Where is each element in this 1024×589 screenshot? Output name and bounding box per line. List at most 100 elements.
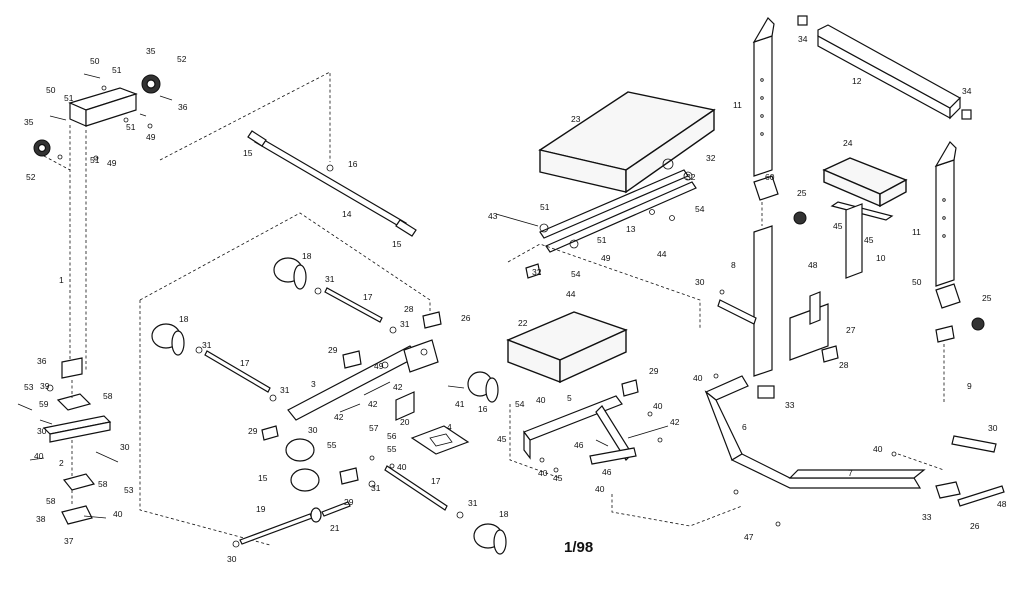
footer-code: 1/98 — [564, 539, 593, 556]
part-number-label: 40 — [693, 373, 703, 383]
part-number-label: 6 — [742, 422, 747, 432]
part-number-label: 55 — [327, 440, 337, 450]
back-pad-assembly — [506, 311, 669, 479]
part-number-label: 40 — [397, 462, 407, 472]
part-number-label: 46 — [602, 467, 612, 477]
part-number-label: 59 — [39, 399, 49, 409]
part-number-label: 58 — [46, 496, 56, 506]
part-number-label: 25 — [982, 293, 992, 303]
part-number-label: 26 — [970, 521, 980, 531]
part-number-label: 27 — [846, 325, 856, 335]
part-number-label: 49 — [374, 361, 384, 371]
part-number-label: 31 — [468, 498, 478, 508]
part-number-label: 2 — [59, 458, 64, 468]
part-number-label: 38 — [36, 514, 46, 524]
part-number-label: 54 — [515, 399, 525, 409]
part-number-label: 29 — [248, 426, 258, 436]
part-number-label: 40 — [113, 509, 123, 519]
part-number-label: 17 — [363, 292, 373, 302]
part-number-label: 56 — [387, 431, 397, 441]
part-number-label: 30 — [308, 425, 318, 435]
part-number-label: 16 — [478, 404, 488, 414]
upright-11-left — [752, 17, 779, 226]
part-number-label: 11 — [733, 100, 742, 110]
part-number-label: 31 — [400, 319, 410, 329]
part-number-label: 41 — [455, 399, 465, 409]
part-number-label: 4 — [447, 422, 452, 432]
part-number-label: 28 — [404, 304, 414, 314]
part-number-label: 45 — [864, 235, 874, 245]
part-number-label: 34 — [798, 34, 808, 44]
part-number-label: 45 — [833, 221, 843, 231]
part-number-label: 54 — [695, 204, 705, 214]
seat-assembly — [495, 91, 716, 330]
part-number-label: 45 — [497, 434, 507, 444]
part-number-label: 36 — [37, 356, 47, 366]
part-number-label: 32 — [686, 172, 696, 182]
part-number-label: 32 — [706, 153, 716, 163]
part-number-label: 15 — [392, 239, 402, 249]
part-number-label: 9 — [967, 381, 972, 391]
part-number-label: 16 — [348, 159, 358, 169]
part-number-label: 36 — [178, 102, 188, 112]
part-number-label: 22 — [518, 318, 528, 328]
part-number-label: 49 — [146, 132, 156, 142]
left-pulley-assembly — [33, 73, 173, 372]
part-number-label: 51 — [112, 65, 122, 75]
part-number-label: 50 — [46, 85, 56, 95]
part-number-label: 51 — [540, 202, 550, 212]
part-number-label: 49 — [107, 158, 117, 168]
bar-14-assembly — [159, 71, 417, 237]
part-number-label: 21 — [330, 523, 340, 533]
part-number-label: 33 — [785, 400, 795, 410]
upright-11-right — [934, 141, 985, 404]
part-number-label: 42 — [368, 399, 378, 409]
part-number-label: 57 — [369, 423, 379, 433]
left-base-assembly — [17, 357, 119, 525]
part-number-label: 48 — [808, 260, 818, 270]
part-number-label: 51 — [126, 122, 136, 132]
part-number-label: 55 — [387, 444, 397, 454]
part-number-label: 54 — [571, 269, 581, 279]
part-number-label: 49 — [601, 253, 611, 263]
upright-8-and-seat-24 — [717, 157, 908, 399]
part-number-label: 40 — [536, 395, 546, 405]
part-number-label: 31 — [371, 483, 381, 493]
part-number-label: 32 — [532, 267, 542, 277]
part-number-label: 40 — [653, 401, 663, 411]
part-number-label: 23 — [571, 114, 581, 124]
part-number-label: 30 — [988, 423, 998, 433]
part-number-label: 35 — [146, 46, 156, 56]
part-number-label: 7 — [848, 468, 853, 478]
part-number-label: 18 — [499, 509, 509, 519]
part-number-label: 31 — [280, 385, 290, 395]
part-number-label: 53 — [24, 382, 34, 392]
part-number-label: 26 — [461, 313, 471, 323]
part-number-label: 51 — [64, 93, 74, 103]
part-number-label: 40 — [538, 468, 548, 478]
part-number-label: 44 — [657, 249, 667, 259]
part-number-label: 8 — [731, 260, 736, 270]
part-number-label: 35 — [24, 117, 34, 127]
part-number-label: 20 — [400, 417, 410, 427]
part-number-label: 13 — [626, 224, 636, 234]
part-number-label: 31 — [202, 340, 212, 350]
leg-developer-assembly — [139, 212, 507, 555]
part-number-label: 30 — [37, 426, 47, 436]
part-number-label: 40 — [34, 451, 44, 461]
part-number-label: 45 — [553, 473, 563, 483]
part-number-label: 11 — [912, 227, 921, 237]
main-frame-6-7 — [611, 289, 1005, 527]
part-number-label: 42 — [670, 417, 680, 427]
part-number-label: 18 — [179, 314, 189, 324]
cross-bar-12 — [797, 15, 972, 120]
part-number-label: 47 — [744, 532, 754, 542]
part-number-label: 17 — [431, 476, 441, 486]
part-number-label: 48 — [997, 499, 1007, 509]
part-number-label: 33 — [922, 512, 932, 522]
part-number-label: 58 — [98, 479, 108, 489]
part-number-label: 52 — [26, 172, 36, 182]
part-number-label: 43 — [488, 211, 498, 221]
part-number-label: 42 — [334, 412, 344, 422]
